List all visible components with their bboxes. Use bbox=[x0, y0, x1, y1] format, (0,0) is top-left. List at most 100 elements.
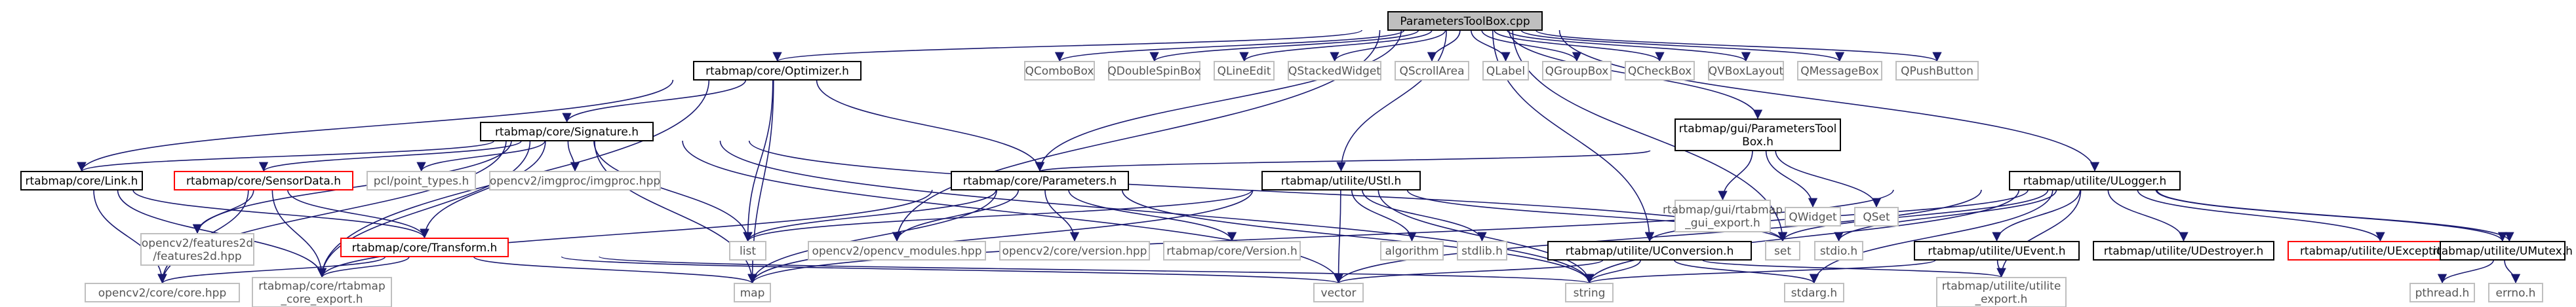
node-qmessagebox-label-0: QMessageBox bbox=[1800, 65, 1879, 78]
node-transform-label-0: rtabmap/core/Transform.h bbox=[352, 242, 498, 255]
edge-parameters-to-opencvmodules bbox=[892, 189, 1020, 242]
node-uevent[interactable]: rtabmap/utilite/UEvent.h bbox=[1914, 241, 2080, 261]
node-parameters-box bbox=[951, 171, 1129, 190]
edge-signature-to-string bbox=[719, 140, 1595, 284]
node-errno: errno.h bbox=[2488, 283, 2543, 302]
node-layer: ParametersToolBox.cpp rtabmap/core/Optimi… bbox=[20, 11, 2573, 307]
node-qstackedwidget-box bbox=[1288, 61, 1381, 81]
edge-optimizer-to-parameters bbox=[816, 79, 1045, 172]
node-map-label-0: map bbox=[740, 287, 765, 300]
node-corehpp-box bbox=[85, 283, 240, 302]
edge-root-to-qgroupbox bbox=[1481, 29, 1582, 62]
node-list-box bbox=[729, 241, 766, 261]
edge-ulogger-to-stdio bbox=[1834, 189, 2057, 242]
node-uevent-label-0: rtabmap/utilite/UEvent.h bbox=[1928, 245, 2065, 258]
node-ulogger[interactable]: rtabmap/utilite/ULogger.h bbox=[2009, 171, 2181, 190]
node-stdio-label-0: stdio.h bbox=[1820, 245, 1857, 258]
node-udestroyer-box bbox=[2093, 241, 2274, 261]
edge-transform-to-corehpp bbox=[157, 256, 386, 284]
node-ptbox-box bbox=[1674, 118, 1841, 151]
edge-ulogger-to-vector bbox=[1334, 189, 1982, 284]
node-vector-label-0: vector bbox=[1321, 287, 1357, 300]
node-link-label-0: rtabmap/core/Link.h bbox=[26, 175, 138, 188]
node-qdoublespinbox-box bbox=[1108, 61, 1200, 81]
node-qset-box bbox=[1854, 207, 1899, 226]
node-uconversion-box bbox=[1547, 241, 1752, 261]
node-qset: QSet bbox=[1854, 207, 1899, 226]
node-utiliteexport: rtabmap/utilite/utilite_export.h bbox=[1936, 277, 2067, 307]
edge-optimizer-to-link bbox=[77, 79, 674, 172]
edge-root-to-qcombobox bbox=[1055, 29, 1405, 62]
node-uevent-box bbox=[1914, 241, 2080, 261]
node-qgroupbox-box bbox=[1542, 61, 1612, 81]
node-pthread-box bbox=[2409, 283, 2475, 302]
node-guiexport-label-0: rtabmap/gui/rtabmap bbox=[1663, 204, 1783, 217]
node-algorithm-label-0: algorithm bbox=[1385, 245, 1438, 258]
edge-signature-to-vector bbox=[682, 140, 1343, 284]
node-umutex[interactable]: rtabmap/utilite/UMutex.h bbox=[2432, 241, 2573, 261]
node-guiexport-box bbox=[1674, 200, 1771, 232]
edge-uconversion-to-string bbox=[1584, 259, 1641, 284]
node-stdlib-box bbox=[1457, 241, 1507, 261]
node-transform[interactable]: rtabmap/core/Transform.h bbox=[340, 238, 509, 257]
node-stdarg-label-0: stdarg.h bbox=[1791, 287, 1837, 300]
edge-ustl-to-string bbox=[1377, 189, 1595, 284]
node-uconversion-label-0: rtabmap/utilite/UConversion.h bbox=[1566, 245, 1734, 258]
edge-ulogger-to-set bbox=[1777, 189, 2049, 242]
node-sensordata[interactable]: rtabmap/core/SensorData.h bbox=[174, 171, 353, 190]
edge-ptbox-to-parameters bbox=[1035, 150, 1651, 172]
node-udestroyer[interactable]: rtabmap/utilite/UDestroyer.h bbox=[2093, 241, 2274, 261]
edge-parameters-to-coreexport bbox=[317, 189, 933, 278]
node-string-box bbox=[1565, 283, 1614, 302]
edge-transform-to-map bbox=[473, 256, 757, 284]
node-list: list bbox=[729, 241, 766, 261]
node-imgproc: opencv2/imgproc/imgproc.hpp bbox=[489, 171, 661, 190]
edge-root-to-qmessagebox bbox=[1520, 29, 1844, 62]
node-coreexport-label-0: rtabmap/core/rtabmap bbox=[258, 280, 386, 293]
node-qstackedwidget: QStackedWidget bbox=[1288, 61, 1381, 81]
node-qgroupbox-label-0: QGroupBox bbox=[1545, 65, 1609, 78]
node-guiexport-label-1: _gui_export.h bbox=[1684, 217, 1760, 230]
node-ptbox[interactable]: rtabmap/gui/ParametersToolBox.h bbox=[1674, 118, 1841, 151]
node-set-label-0: set bbox=[1774, 245, 1791, 258]
edge-root-to-qlabel bbox=[1471, 29, 1511, 62]
edge-root-to-qscrollarea bbox=[1427, 29, 1461, 62]
node-link[interactable]: rtabmap/core/Link.h bbox=[20, 171, 143, 190]
node-stdio: stdio.h bbox=[1814, 241, 1863, 261]
node-string-label-0: string bbox=[1574, 287, 1606, 300]
node-set-box bbox=[1765, 241, 1800, 261]
node-parameters[interactable]: rtabmap/core/Parameters.h bbox=[951, 171, 1129, 190]
node-pointtypes-label-0: pcl/point_types.h bbox=[374, 175, 469, 188]
node-qpushbutton: QPushButton bbox=[1895, 61, 1979, 81]
node-ustl[interactable]: rtabmap/utilite/UStl.h bbox=[1261, 171, 1421, 190]
node-root-box bbox=[1387, 11, 1543, 31]
node-qmessagebox: QMessageBox bbox=[1797, 61, 1882, 81]
node-root[interactable]: ParametersToolBox.cpp bbox=[1387, 11, 1543, 31]
node-uconversion[interactable]: rtabmap/utilite/UConversion.h bbox=[1547, 241, 1752, 261]
node-errno-box bbox=[2488, 283, 2543, 302]
node-sensordata-box bbox=[174, 171, 353, 190]
node-optimizer[interactable]: rtabmap/core/Optimizer.h bbox=[693, 61, 862, 81]
node-features2d-label-0: opencv2/features2d bbox=[142, 237, 253, 250]
edge-ptbox-to-qset bbox=[1775, 150, 1882, 208]
node-cvversion-label-0: opencv2/core/version.hpp bbox=[1002, 245, 1147, 258]
node-stdio-box bbox=[1814, 241, 1863, 261]
node-signature[interactable]: rtabmap/core/Signature.h bbox=[480, 122, 654, 141]
edge-ulogger-to-uexception bbox=[2137, 189, 2385, 242]
node-qcombobox: QComboBox bbox=[1024, 61, 1095, 81]
edge-ulogger-to-utiliteexport bbox=[1996, 189, 2082, 278]
node-udestroyer-label-0: rtabmap/utilite/UDestroyer.h bbox=[2104, 245, 2263, 258]
node-set: set bbox=[1765, 241, 1800, 261]
node-qset-label-0: QSet bbox=[1863, 211, 1890, 224]
edge-root-to-optimizer bbox=[772, 29, 1362, 62]
node-qwidget: QWidget bbox=[1785, 207, 1841, 226]
node-corehpp: opencv2/core/core.hpp bbox=[85, 283, 240, 302]
node-opencvmodules-label-0: opencv2/opencv_modules.hpp bbox=[812, 245, 981, 258]
node-qgroupbox: QGroupBox bbox=[1542, 61, 1612, 81]
edge-optimizer-to-list bbox=[743, 79, 774, 242]
node-ulogger-label-0: rtabmap/utilite/ULogger.h bbox=[2023, 175, 2167, 188]
edge-ulogger-to-string bbox=[1584, 189, 2020, 284]
node-ustl-label-0: rtabmap/utilite/UStl.h bbox=[1281, 175, 1402, 188]
node-qvboxlayout-box bbox=[1708, 61, 1784, 81]
node-qlineedit: QLineEdit bbox=[1214, 61, 1275, 81]
